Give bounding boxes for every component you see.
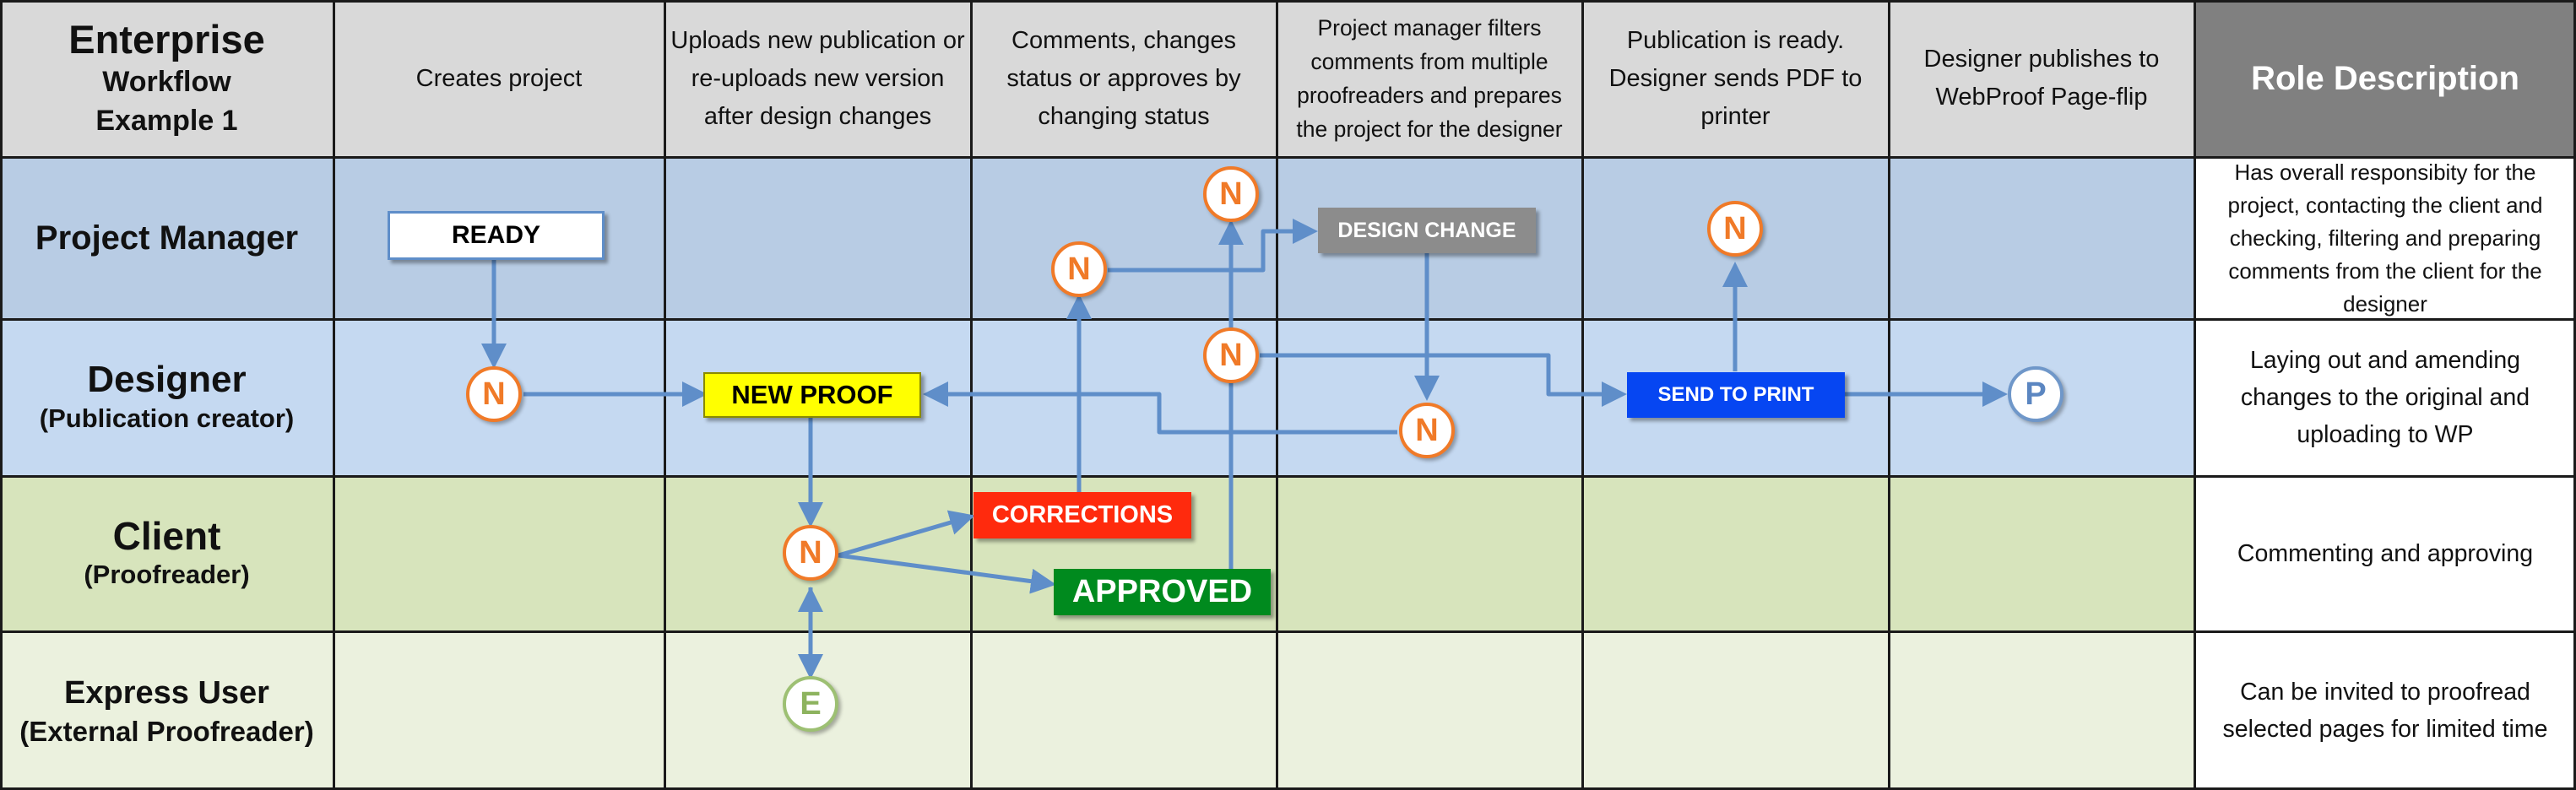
role-express-user-sub: (External Proofreader) (19, 716, 314, 747)
notification-node-client: N (783, 525, 838, 581)
description-project-manager: Has overall responsibity for the project… (2194, 157, 2576, 319)
corrections-box: CORRECTIONS (973, 492, 1191, 538)
title-cell: Enterprise Workflow Example 1 (0, 0, 334, 157)
arrow-client-node-to-approved (838, 553, 1056, 594)
ready-box: READY (388, 211, 605, 260)
notification-node-designer-3: N (1399, 403, 1455, 458)
arrow-designer-node-to-send-to-print (1260, 353, 1627, 407)
column-header-6-text: Designer publishes to WebProof Page-flip (1923, 46, 2160, 111)
notification-node-project-manager-1: N (1051, 241, 1107, 297)
row-express-user (0, 631, 2194, 790)
grid-border-bottom (0, 787, 2576, 790)
role-designer-sub: (Publication creator) (39, 403, 295, 433)
role-client-sub: (Proofreader) (84, 560, 250, 589)
grid-col-line-1 (333, 0, 335, 790)
grid-line-row-2 (0, 475, 2576, 478)
title-line-3: Example 1 (95, 105, 238, 137)
grid-border-right (2573, 0, 2576, 790)
role-designer: Designer (Publication creator) (0, 319, 334, 476)
grid-border-top (0, 0, 2576, 3)
express-user-node: E (783, 676, 838, 732)
description-express-user: Can be invited to proofread selected pag… (2194, 631, 2576, 790)
column-header-1: Creates project (334, 0, 664, 157)
grid-col-line-4 (1276, 0, 1278, 790)
column-header-3-text: Comments, changes status or approves by … (1006, 26, 1241, 130)
role-express-user-label: Express User (64, 675, 269, 711)
send-to-print-box: SEND TO PRINT (1627, 372, 1845, 418)
column-header-3: Comments, changes status or approves by … (971, 0, 1277, 157)
arrow-pm-node-to-design-change (1108, 219, 1318, 273)
description-project-manager-text: Has overall responsibity for the project… (2227, 159, 2543, 317)
grid-line-header (0, 156, 2576, 159)
column-header-5-text: Publication is ready. Designer sends PDF… (1608, 26, 1863, 130)
grid-col-line-7 (2194, 0, 2196, 790)
column-header-4: Project manager filters comments from mu… (1277, 0, 1582, 157)
publish-node: P (2008, 366, 2064, 422)
column-header-6: Designer publishes to WebProof Page-flip (1889, 0, 2194, 157)
grid-line-row-1 (0, 318, 2576, 321)
title-line-1: Enterprise (68, 17, 265, 62)
description-client-text: Commenting and approving (2237, 540, 2534, 567)
new-proof-box: NEW PROOF (703, 372, 921, 418)
notification-node-designer-1: N (466, 366, 522, 422)
arrow-client-node-to-corrections (838, 510, 975, 558)
role-project-manager-label: Project Manager (35, 219, 299, 257)
grid-border-left (0, 0, 3, 790)
grid-line-row-3 (0, 630, 2576, 633)
role-client-label: Client (112, 514, 221, 558)
row-project-manager (0, 157, 2194, 319)
description-designer: Laying out and amending changes to the o… (2194, 319, 2576, 476)
notification-node-designer-2: N (1203, 327, 1259, 383)
column-header-1-text: Creates project (415, 64, 583, 92)
notification-node-project-manager-3: N (1707, 201, 1763, 257)
description-client: Commenting and approving (2194, 476, 2576, 631)
role-client: Client (Proofreader) (0, 476, 334, 631)
notification-node-project-manager-2: N (1203, 166, 1259, 222)
description-express-user-text: Can be invited to proofread selected pag… (2222, 679, 2548, 743)
column-header-5: Publication is ready. Designer sends PDF… (1582, 0, 1889, 157)
description-designer-text: Laying out and amending changes to the o… (2240, 347, 2530, 448)
column-header-4-text: Project manager filters comments from mu… (1296, 15, 1563, 142)
title-line-2: Workflow (102, 66, 231, 98)
role-express-user: Express User (External Proofreader) (0, 631, 334, 790)
column-header-2: Uploads new publication or re-uploads ne… (664, 0, 971, 157)
role-description-header: Role Description (2194, 0, 2576, 157)
approved-box: APPROVED (1054, 569, 1271, 615)
design-change-box: DESIGN CHANGE (1318, 208, 1536, 253)
arrow-designer-node-to-new-proof-return (923, 381, 1397, 435)
role-designer-label: Designer (87, 359, 247, 400)
column-header-2-text: Uploads new publication or re-uploads ne… (670, 26, 965, 130)
role-project-manager: Project Manager (0, 157, 334, 319)
role-description-header-text: Role Description (2251, 59, 2519, 97)
